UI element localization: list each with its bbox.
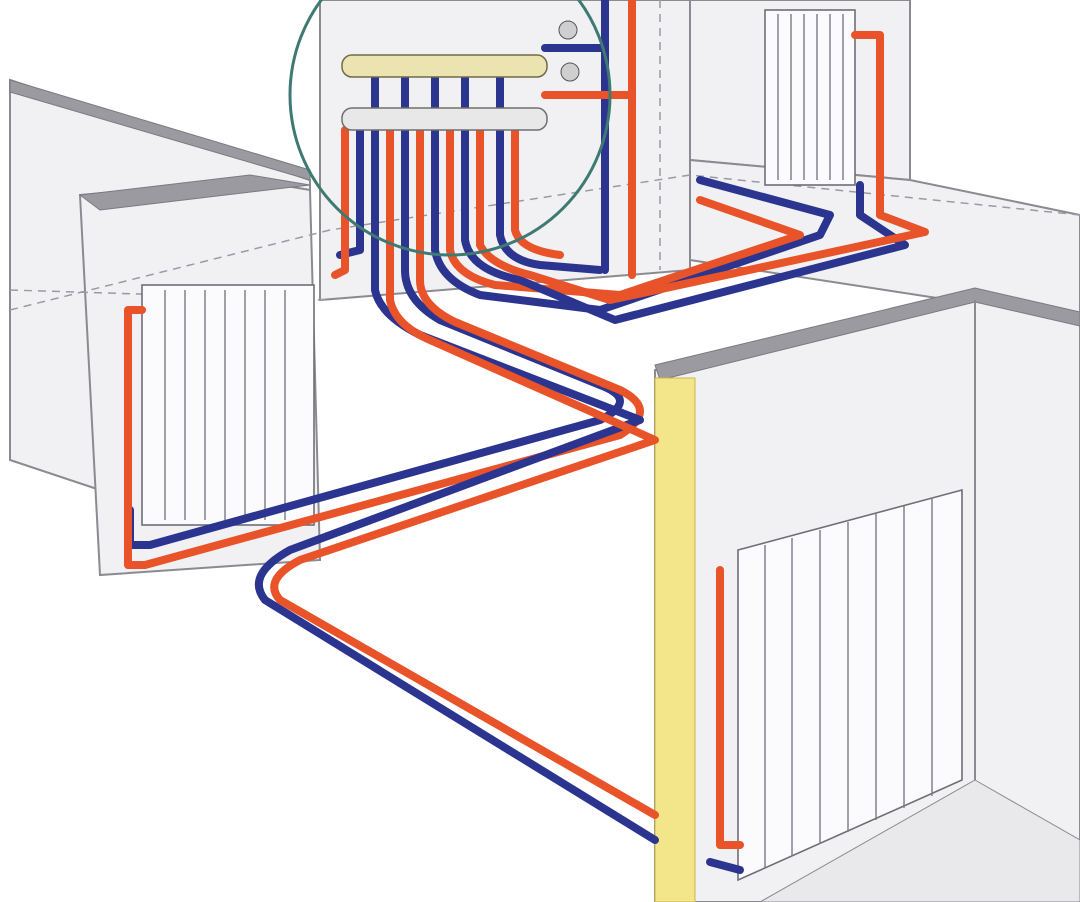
valve-icon bbox=[558, 20, 578, 40]
insulation-strip bbox=[654, 377, 696, 902]
hot-pipe-top-radiator bbox=[476, 31, 929, 304]
radiator-left bbox=[141, 284, 315, 526]
cold-pipe-top-radiator bbox=[461, 71, 909, 324]
radiator-top-right bbox=[764, 9, 856, 186]
hot-pipe bbox=[511, 116, 564, 259]
manifold-highlight-circle bbox=[288, 0, 612, 257]
hot-pipe-left-radiator bbox=[124, 116, 644, 569]
radiator-bottom-right bbox=[737, 488, 963, 882]
back-wall-top bbox=[9, 79, 311, 181]
valve-icon bbox=[560, 62, 580, 82]
floor-line bbox=[9, 174, 1080, 311]
supply-manifold bbox=[341, 54, 548, 78]
hot-pipe-bottom-radiator bbox=[716, 566, 744, 849]
cold-pipe-floor-loop bbox=[254, 71, 659, 844]
cold-pipe-bottom-radiator bbox=[706, 858, 744, 874]
partition-wall-top bbox=[78, 174, 311, 211]
hot-pipe-floor-loop bbox=[270, 116, 659, 819]
floor-corner bbox=[758, 779, 1080, 902]
hot-pipe-stub bbox=[331, 126, 349, 279]
cold-pipe bbox=[496, 71, 604, 274]
return-manifold bbox=[341, 107, 548, 131]
